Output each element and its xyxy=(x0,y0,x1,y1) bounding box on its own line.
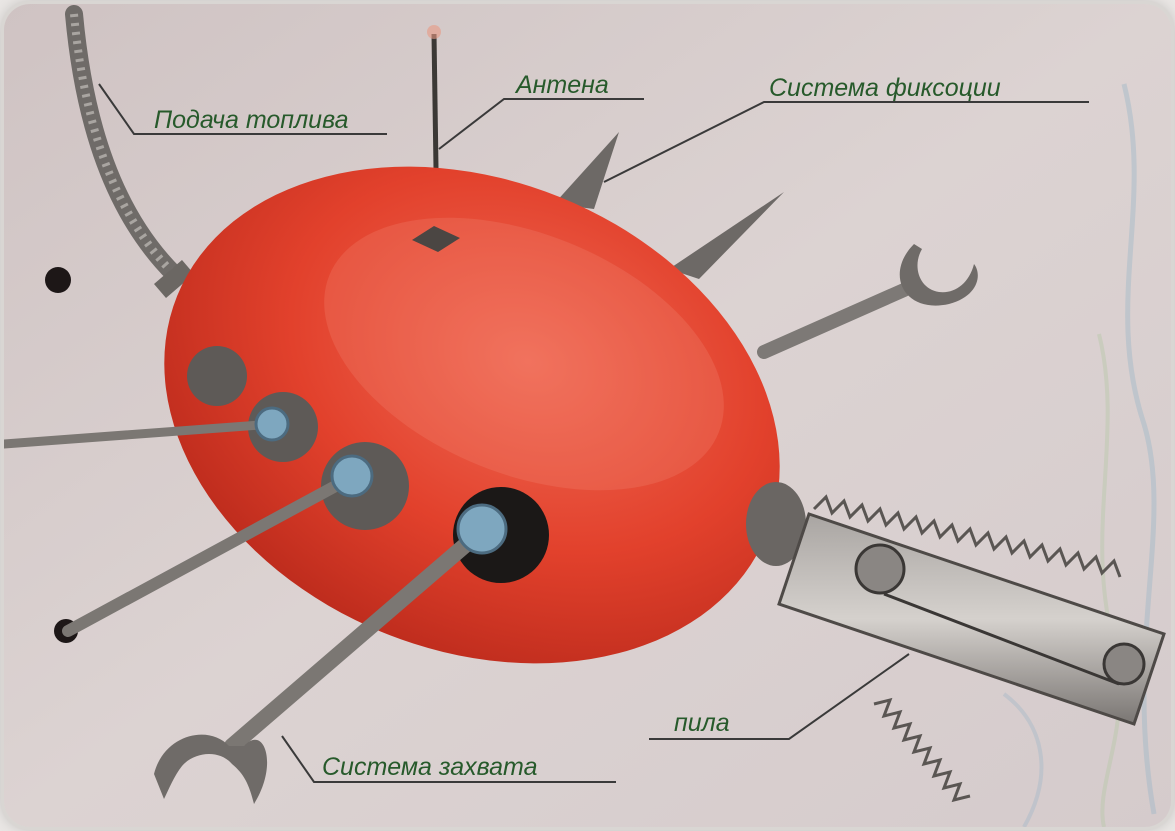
arm-joint xyxy=(256,408,288,440)
robot-diagram: Подача топлива Антена Система фиксоции п… xyxy=(4,4,1171,827)
label-fuel-supply: Подача топлива xyxy=(154,106,349,134)
label-antenna: Антена xyxy=(514,71,609,99)
arm-joint xyxy=(332,456,372,496)
label-saw: пила xyxy=(674,709,730,737)
body-port xyxy=(187,346,247,406)
arm-joint xyxy=(458,505,506,553)
label-fixation-system: Система фиксоции xyxy=(769,74,1001,102)
binder-hole xyxy=(45,267,71,293)
saw-pulley xyxy=(856,545,904,593)
antenna-tip xyxy=(427,25,441,39)
photo-frame: Подача топлива Антена Система фиксоции п… xyxy=(4,4,1171,827)
saw-pulley xyxy=(1104,644,1144,684)
label-grab-system: Система захвата xyxy=(322,753,538,781)
